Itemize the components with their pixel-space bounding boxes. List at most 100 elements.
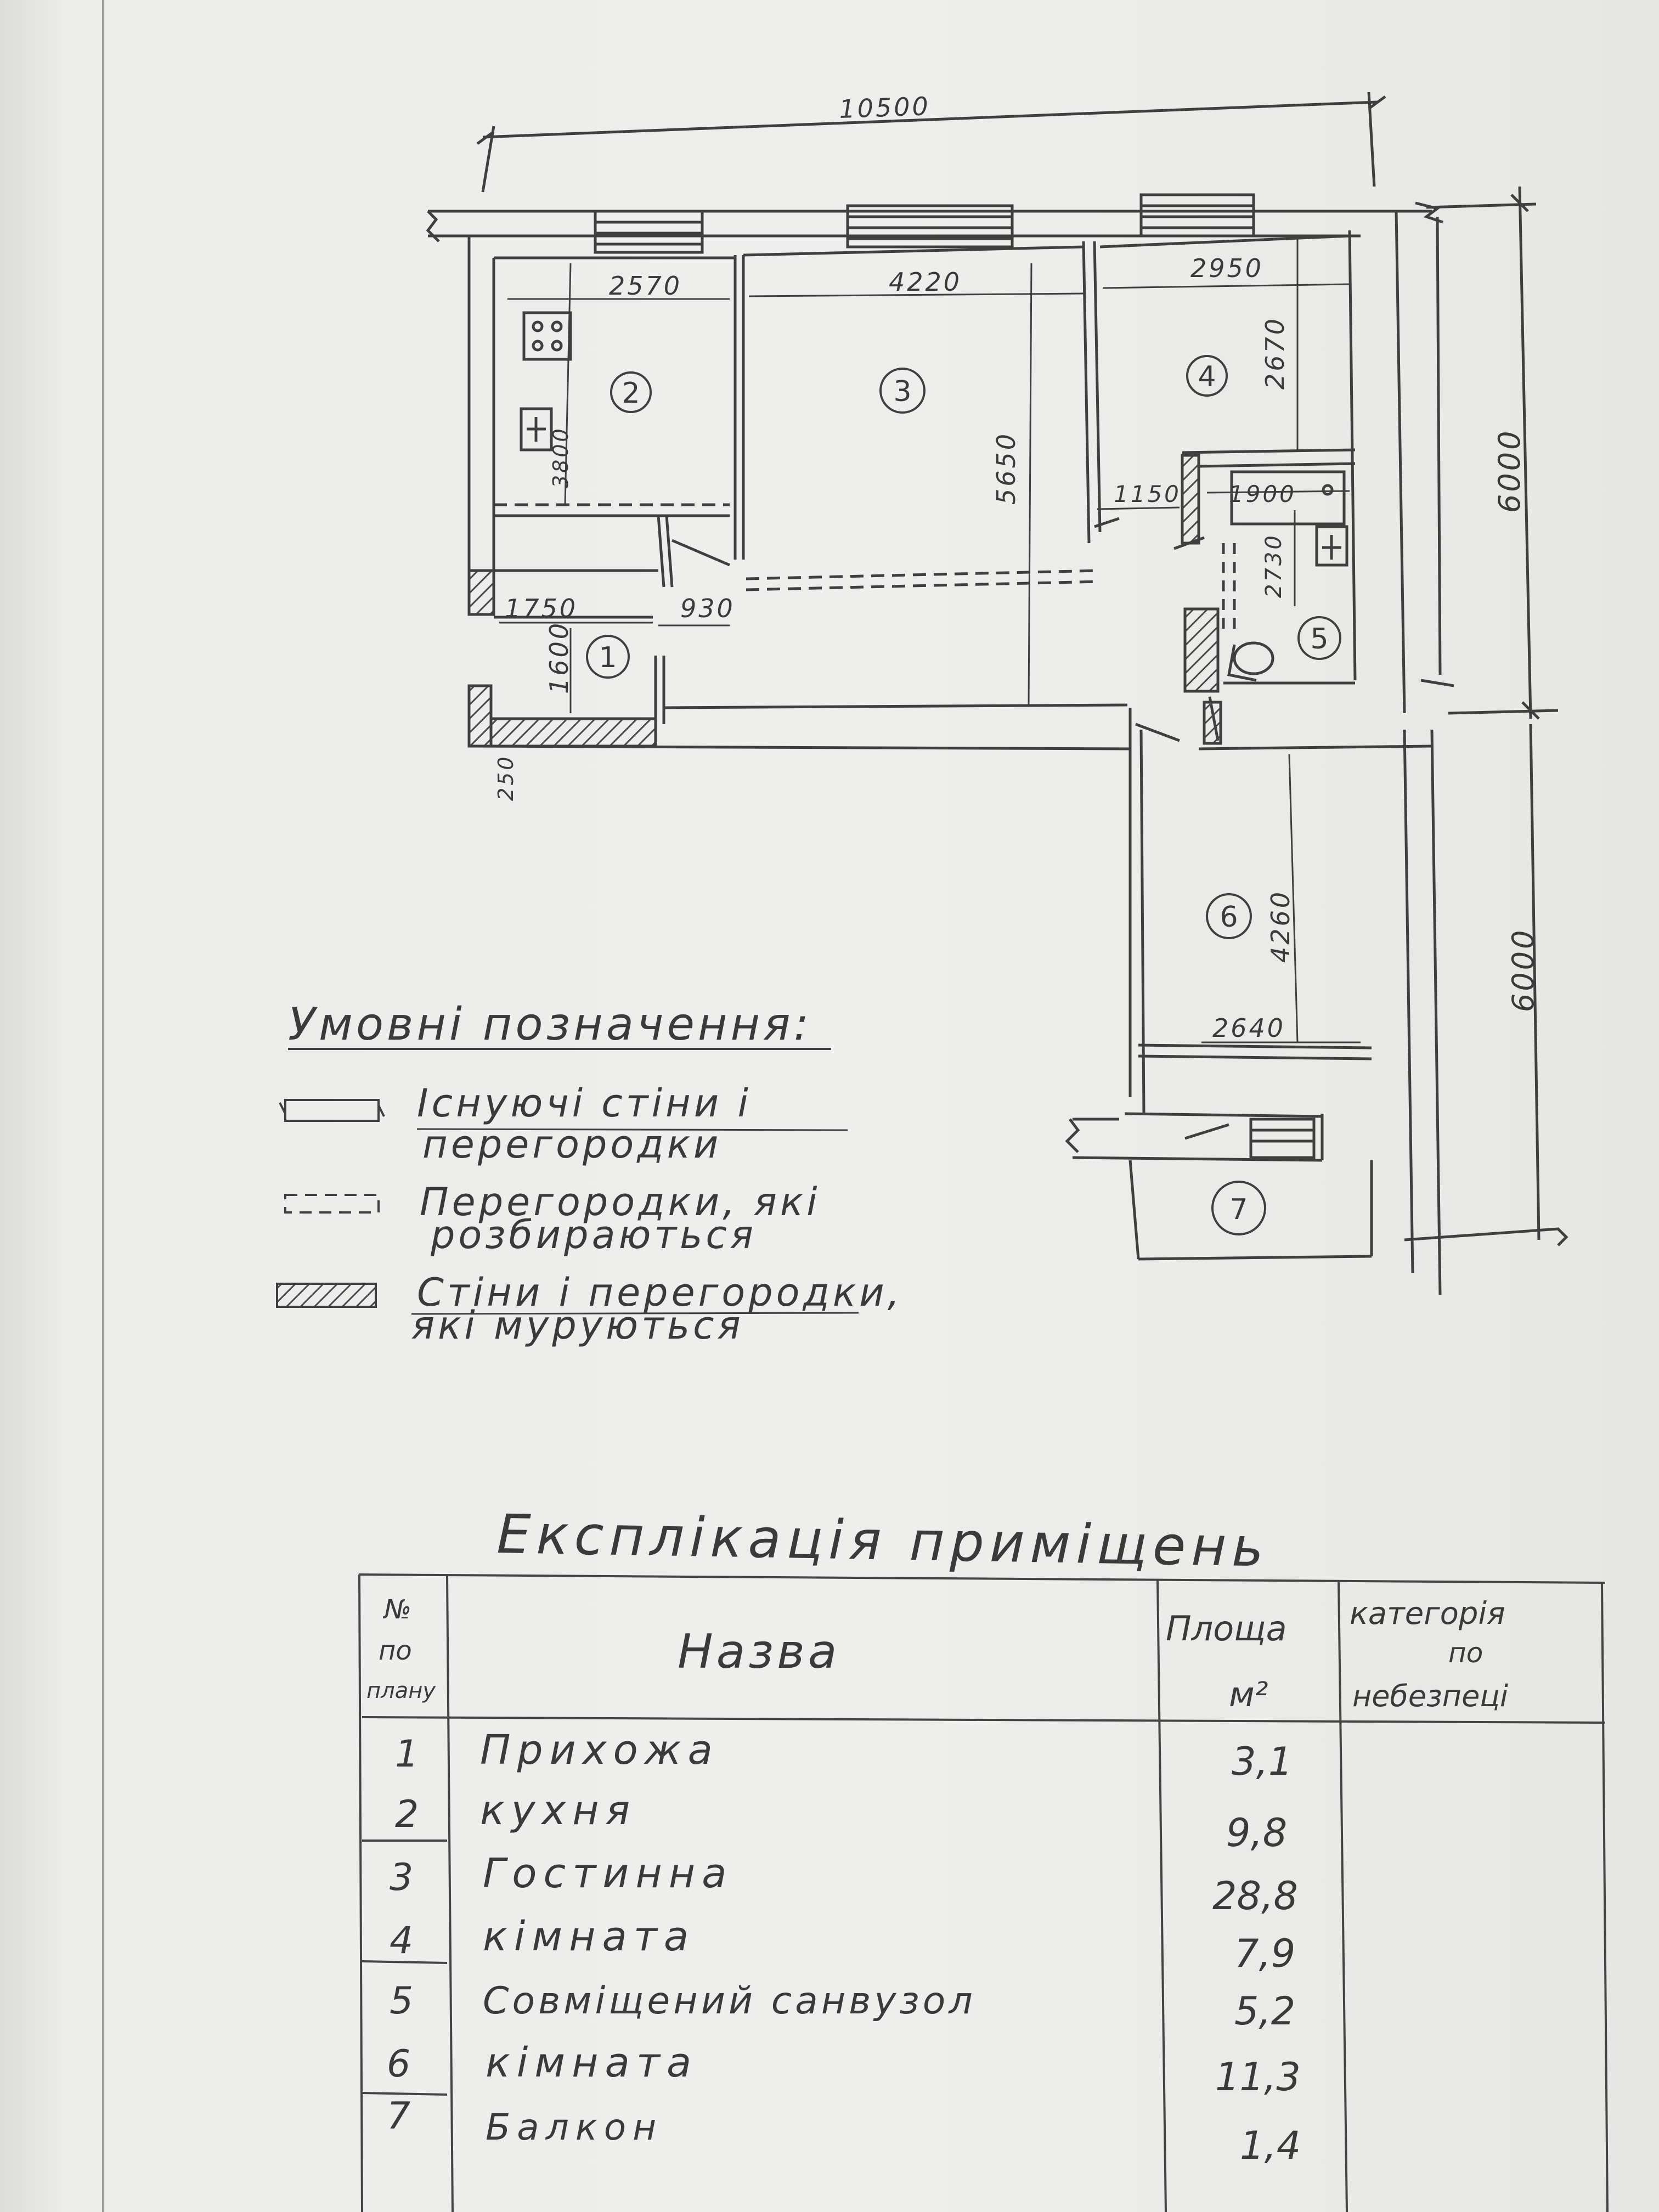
room6-depth-label: 4260 [1266,890,1295,963]
door-swings [1094,517,1432,1114]
table-row: 7 Балкон 1,4 [387,2095,1301,2168]
table-title: Експлікація приміщень [496,1503,1270,1579]
room6-width-label: 2640 [1212,1013,1285,1043]
depth-lower-label: 6000 [1506,928,1541,1012]
row-num: 6 [387,2042,410,2086]
header-num-line3: плану [366,1678,436,1703]
row-area: 1,4 [1240,2123,1301,2168]
legend-item-line2: розбираються [430,1212,757,1257]
row-name: Гостинна [483,1850,733,1897]
header-area-line1: Площа [1166,1609,1287,1649]
room-marker-circle [1297,616,1341,660]
balcony-outline [1128,1160,1568,1261]
table-row: 5 Совміщений санвузол 5,2 [390,1979,1295,2034]
room-marker-circle [1186,355,1228,397]
room-number: 6 [1220,901,1238,934]
room-marker-circle [1211,1181,1266,1235]
room-number: 2 [622,377,640,410]
table-grid [358,1573,1609,2212]
header-num-line2: по [379,1635,412,1666]
row-area: 11,3 [1215,2055,1301,2100]
measurement-lines [499,236,1361,1043]
room-marker-circle [879,368,926,414]
dimension-labels: 10500 2570 4220 2950 2670 3800 5650 1150… [494,91,1541,1043]
row-area: 7,9 [1234,1931,1295,1976]
row-name: кухня [480,1787,636,1834]
header-area-line2: м² [1229,1674,1268,1714]
window [846,204,1014,249]
hall-depth-label: 1600 [544,621,574,694]
room-markers [586,355,1341,1235]
stove [522,311,572,361]
kitchen-partitions [494,503,730,588]
hall-walls [467,569,1131,751]
page-margin-line [102,0,104,2212]
legend-item-line1: Перегородки, які [420,1180,821,1224]
overall-width-label: 10500 [838,91,930,124]
row-name: Совміщений санвузол [483,1979,976,2023]
exterior-wall-left [426,210,495,614]
room-marker-circle [610,371,652,413]
door-gap-label: 930 [680,594,735,623]
kitchen-depth-label: 3800 [549,426,573,488]
legend-title: Умовні позначення: [288,998,812,1051]
sink [520,407,553,452]
window [1139,193,1255,238]
depth-upper-label: 6000 [1492,429,1527,513]
row-num: 7 [387,2095,410,2138]
header-category-line3: небезпеці [1352,1679,1508,1713]
row-name: кімната [483,1913,695,1960]
kitchen-width-label: 2570 [609,271,682,301]
room4-width-label: 2950 [1190,253,1263,283]
row-area: 9,8 [1226,1810,1287,1855]
legend-symbol-existing-wall [279,1099,385,1122]
table-row: 6 кімната 11,3 [387,2039,1301,2100]
right-dimension-lines [1426,186,1559,1240]
header-category-line1: категорія [1350,1596,1505,1632]
row-num: 5 [390,1979,413,2023]
room-number: 3 [893,375,911,408]
dashed-partition [746,569,1101,591]
row-area: 5,2 [1234,1989,1295,2034]
floor-plan [426,92,1568,1295]
row-name: Балкон [486,2106,663,2148]
table-row: 1 Прихожа 3,1 [395,1726,1293,1784]
room-number: 7 [1229,1193,1248,1226]
room-marker-circle [1206,893,1252,939]
row-num: 4 [390,1919,413,1962]
explication-table: Експлікація приміщень № по плану Назва П… [358,1503,1609,2212]
wall-thickness-label: 250 [494,754,518,801]
header-category-line2: по [1448,1637,1483,1669]
bath-depth-label: 2730 [1261,533,1286,598]
table-row: 4 кімната 7,9 [390,1913,1295,1976]
table-row: 2 кухня 9,8 [395,1787,1287,1855]
corridor-offset-label: 1150 [1114,481,1181,507]
header-num-symbol: № [382,1594,411,1625]
window [594,210,704,254]
room-marker-circle [586,635,630,679]
row-num: 1 [395,1733,419,1776]
row-num: 2 [395,1793,419,1836]
row-name: кімната [486,2039,698,2086]
partition-walls [494,211,1454,1295]
legend-item-line2: які муруються [411,1303,744,1348]
row-area: 28,8 [1212,1874,1298,1918]
room-number: 5 [1310,623,1328,656]
overall-width-dimension [476,92,1386,193]
legend: Умовні позначення: Існуючі стіни і перег… [276,998,903,1348]
legend-symbol-dashed-partition [284,1194,380,1214]
table-row: 3 Гостинна 28,8 [390,1850,1298,1918]
room-number-labels: 2 3 4 1 5 6 7 [599,360,1328,1226]
header-name: Назва [678,1624,840,1679]
legend-item-line1: Існуючі стіни і [417,1081,752,1126]
row-area: 3,1 [1232,1739,1293,1784]
room4-depth-label: 2670 [1260,317,1290,390]
legend-symbol-hatched-wall [276,1283,377,1308]
hall-width-label: 1750 [505,594,578,623]
living-width-label: 4220 [889,267,962,297]
room-number: 1 [599,641,617,674]
living-depth-label: 5650 [991,432,1021,505]
legend-item-line1: Стіни і перегородки, [417,1270,903,1315]
